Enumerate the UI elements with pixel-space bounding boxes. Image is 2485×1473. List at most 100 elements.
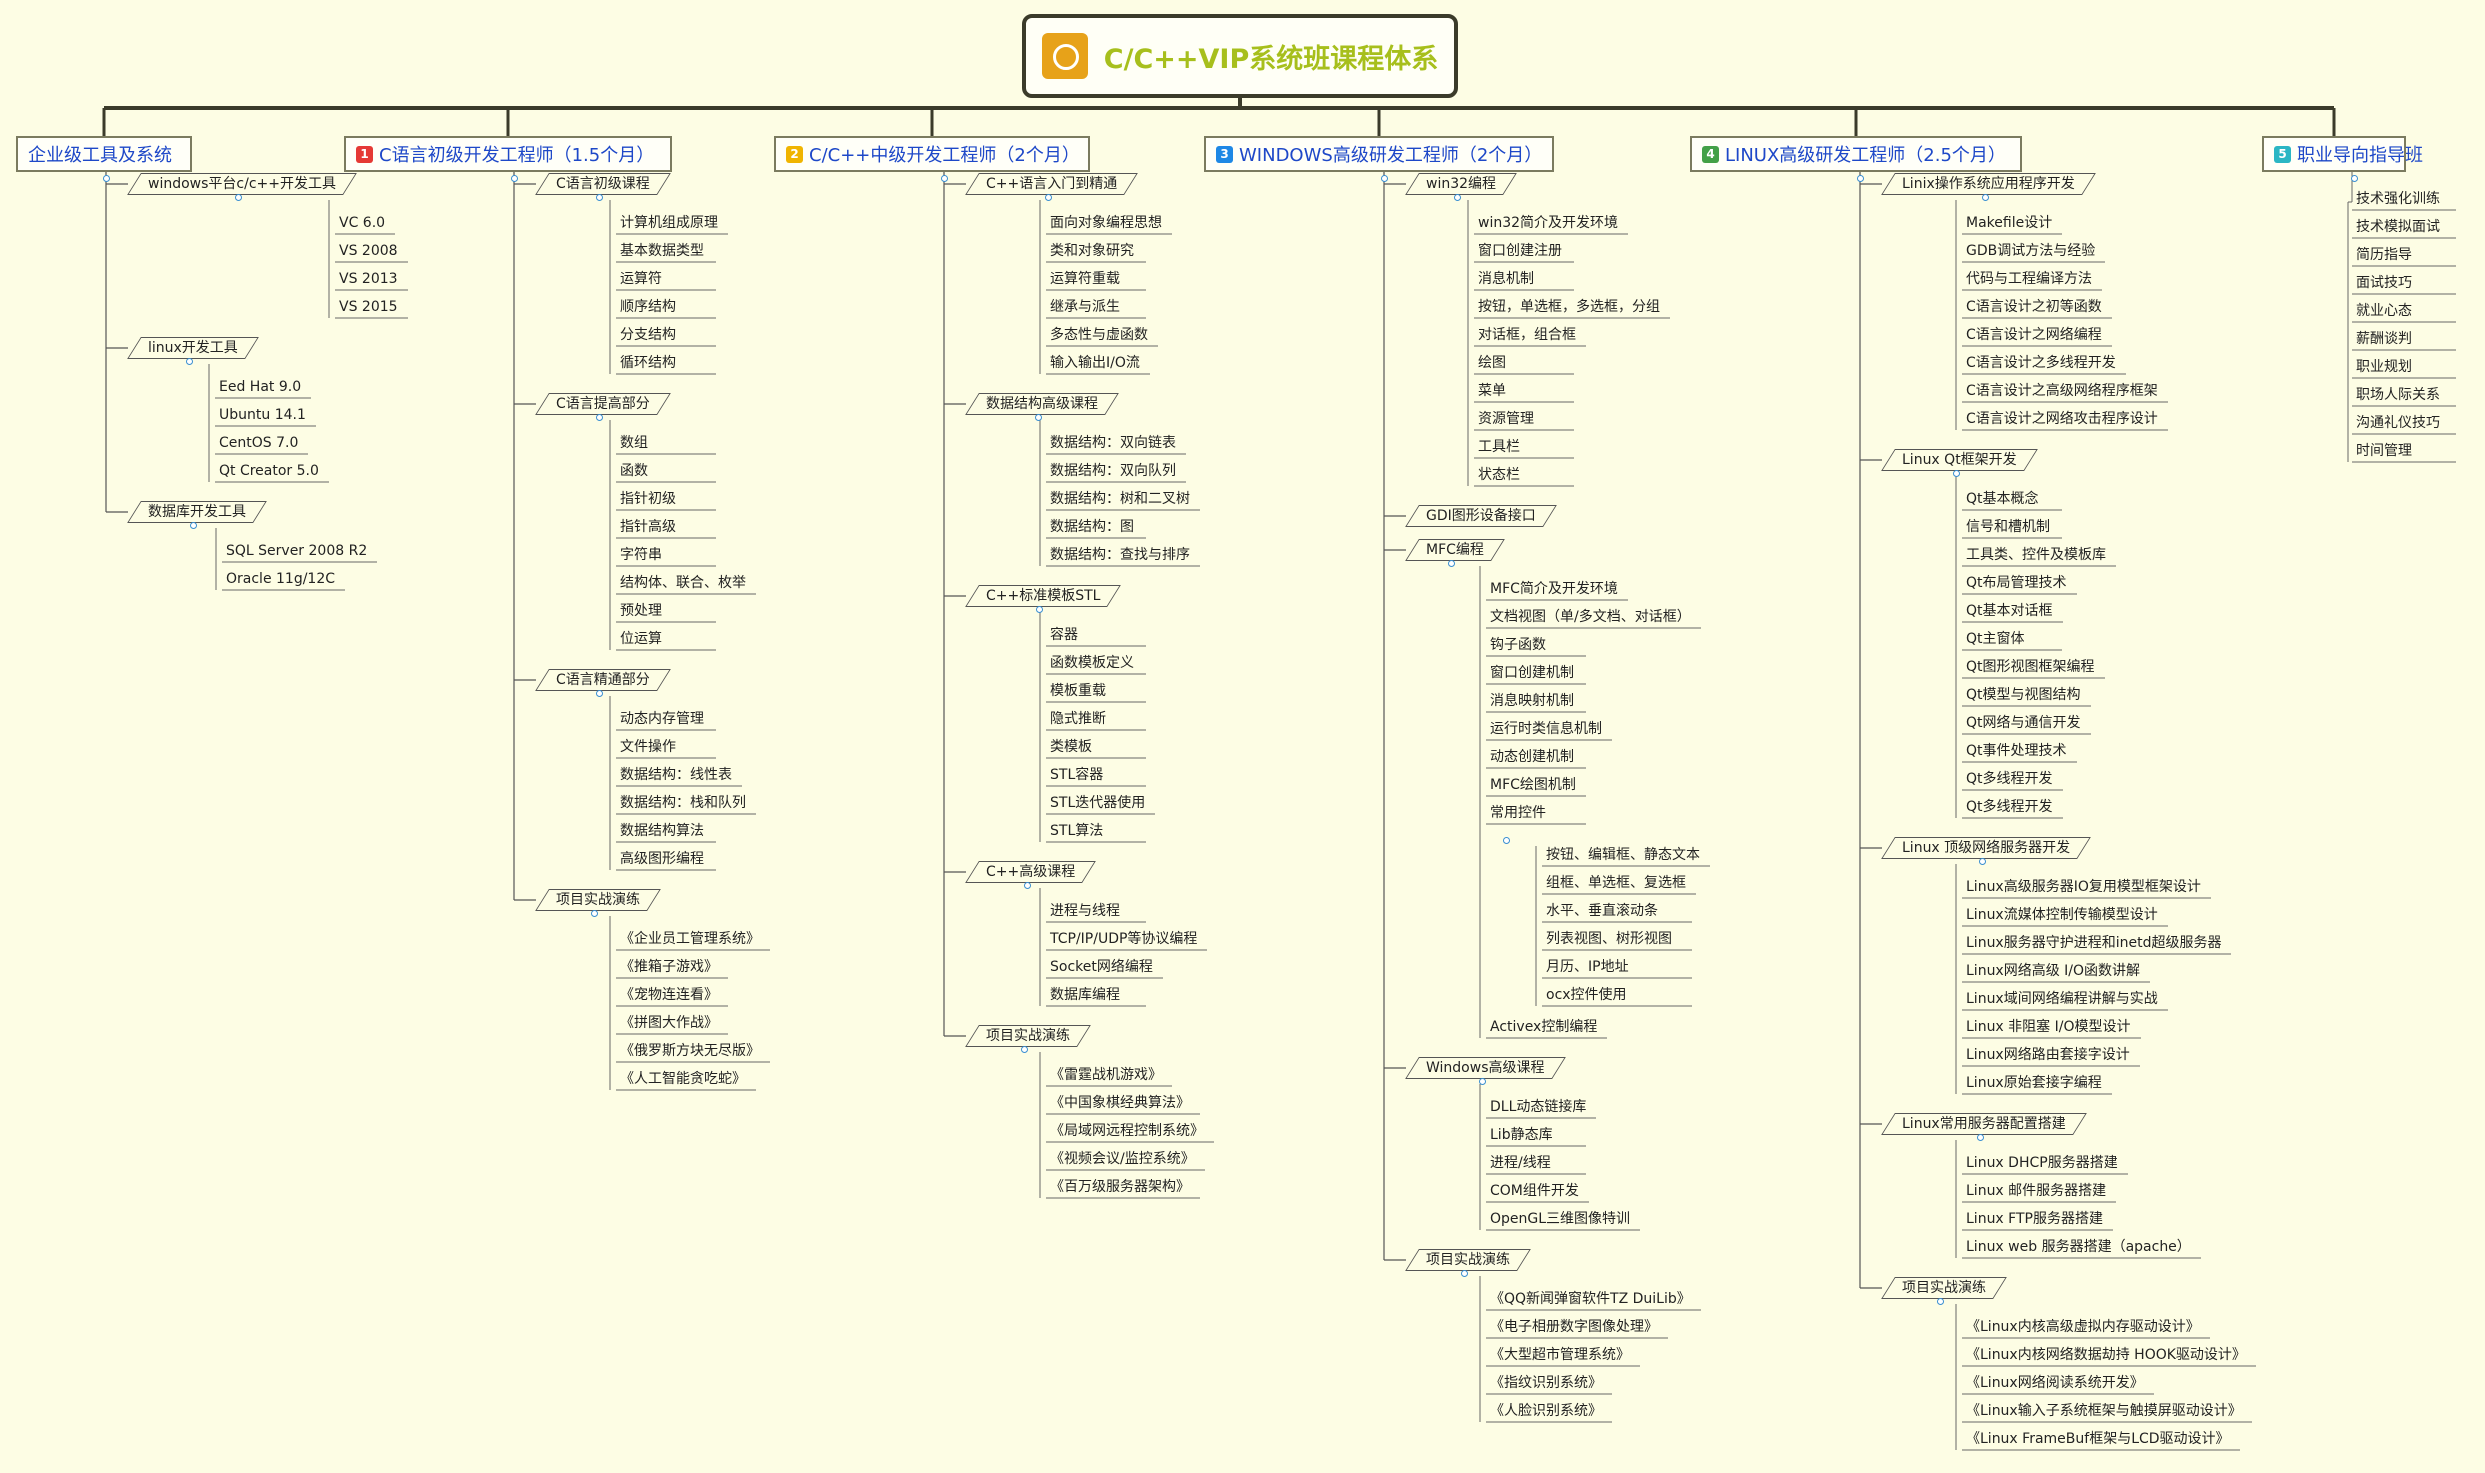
leaf-item[interactable]: Linux服务器守护进程和inetd超级服务器	[1966, 935, 2222, 951]
sub-topic[interactable]: C++语言入门到精通	[972, 173, 1131, 195]
leaf-item[interactable]: MFC简介及开发环境	[1490, 581, 1618, 597]
leaf-item[interactable]: 《推箱子游戏》	[620, 959, 718, 975]
leaf-item[interactable]: 资源管理	[1478, 411, 1534, 427]
collapse-dot[interactable]	[941, 175, 948, 182]
leaf-item[interactable]: 数据库编程	[1050, 987, 1120, 1003]
sub-topic[interactable]: 项目实战演练	[972, 1025, 1084, 1047]
collapse-dot[interactable]	[591, 910, 598, 917]
leaf-item[interactable]: 数据结构：图	[1050, 519, 1134, 535]
leaf-item[interactable]: 《大型超市管理系统》	[1490, 1347, 1630, 1363]
leaf-item[interactable]: Ubuntu 14.1	[219, 407, 306, 423]
leaf-item[interactable]: 进程/线程	[1490, 1155, 1551, 1171]
leaf-item[interactable]: 数据结构：双向队列	[1050, 463, 1176, 479]
sub-topic[interactable]: C语言精通部分	[542, 669, 664, 691]
leaf-item[interactable]: C语言设计之高级网络程序框架	[1966, 383, 2158, 399]
leaf-item[interactable]: 职场人际关系	[2356, 387, 2440, 403]
leaf-item[interactable]: Linux FTP服务器搭建	[1966, 1211, 2103, 1227]
leaf-item[interactable]: Qt多线程开发	[1966, 799, 2053, 815]
leaf-item[interactable]: Eed Hat 9.0	[219, 379, 302, 395]
leaf-item[interactable]: 工具类、控件及模板库	[1966, 547, 2106, 563]
leaf-item[interactable]: 结构体、联合、枚举	[620, 575, 746, 591]
leaf-item[interactable]: 钩子函数	[1490, 637, 1546, 653]
leaf-item[interactable]: 文件操作	[620, 739, 676, 755]
leaf-item[interactable]: 《Linux网络阅读系统开发》	[1966, 1375, 2144, 1391]
leaf-item[interactable]: Qt图形视图框架编程	[1966, 659, 2095, 675]
leaf-item[interactable]: 《企业员工管理系统》	[620, 931, 760, 947]
leaf-item[interactable]: 对话框，组合框	[1478, 327, 1576, 343]
leaf-item[interactable]: Linux 非阻塞 I/O模型设计	[1966, 1019, 2131, 1035]
leaf-item[interactable]: 隐式推断	[1050, 711, 1106, 727]
sub-topic[interactable]: 项目实战演练	[1888, 1277, 2000, 1299]
leaf-item[interactable]: 指针初级	[620, 491, 676, 507]
leaf-item[interactable]: COM组件开发	[1490, 1183, 1579, 1199]
sub-topic[interactable]: Linux 顶级网络服务器开发	[1888, 837, 2084, 859]
sub-topic[interactable]: GDI图形设备接口	[1412, 505, 1550, 527]
leaf-item[interactable]: Qt基本概念	[1966, 491, 2039, 507]
leaf-item[interactable]: 《百万级服务器架构》	[1050, 1179, 1190, 1195]
leaf-item[interactable]: 《人脸识别系统》	[1490, 1403, 1602, 1419]
collapse-dot[interactable]	[1937, 1298, 1944, 1305]
leaf-item[interactable]: 常用控件	[1490, 805, 1546, 821]
leaf-item[interactable]: 字符串	[620, 547, 662, 563]
leaf-item[interactable]: OpenGL三维图像特训	[1490, 1211, 1631, 1227]
leaf-item[interactable]: Linux高级服务器IO复用模型框架设计	[1966, 879, 2201, 895]
leaf-item[interactable]: 《Linux内核高级虚拟内存驱动设计》	[1966, 1319, 2200, 1335]
collapse-dot[interactable]	[235, 194, 242, 201]
leaf-item[interactable]: CentOS 7.0	[219, 435, 299, 451]
leaf-item[interactable]: Qt布局管理技术	[1966, 575, 2067, 591]
leaf-item[interactable]: 数据结构：查找与排序	[1050, 547, 1190, 563]
leaf-item[interactable]: VC 6.0	[339, 215, 386, 231]
collapse-dot[interactable]	[1478, 1078, 1486, 1085]
collapse-dot[interactable]	[1023, 882, 1031, 889]
leaf-item[interactable]: DLL动态链接库	[1490, 1099, 1587, 1115]
sub-topic[interactable]: 项目实战演练	[1412, 1249, 1524, 1271]
collapse-dot[interactable]	[186, 358, 193, 365]
leaf-item[interactable]: 技术强化训练	[2356, 191, 2440, 207]
leaf-item[interactable]: Qt模型与视图结构	[1966, 687, 2081, 703]
leaf-item[interactable]: 高级图形编程	[620, 851, 704, 867]
leaf-item[interactable]: 面试技巧	[2356, 275, 2412, 291]
leaf-item[interactable]: 继承与派生	[1050, 299, 1120, 315]
leaf-item[interactable]: Qt网络与通信开发	[1966, 715, 2081, 731]
leaf-item[interactable]: SQL Server 2008 R2	[226, 543, 368, 559]
sub-topic[interactable]: linux开发工具	[134, 337, 252, 359]
leaf-item[interactable]: 工具栏	[1478, 439, 1520, 455]
leaf-item[interactable]: C语言设计之网络攻击程序设计	[1966, 411, 2158, 427]
leaf-item[interactable]: GDB调试方法与经验	[1966, 243, 2096, 259]
leaf-item[interactable]: VS 2013	[339, 271, 398, 287]
collapse-dot[interactable]	[511, 175, 518, 182]
leaf-item[interactable]: C语言设计之多线程开发	[1966, 355, 2116, 371]
leaf-item[interactable]: 窗口创建机制	[1490, 665, 1574, 681]
leaf-item[interactable]: 《Linux内核网络数据劫持 HOOK驱动设计》	[1966, 1347, 2246, 1363]
collapse-dot[interactable]	[596, 690, 603, 697]
leaf-item[interactable]: VS 2015	[339, 299, 398, 315]
leaf-item[interactable]: 分支结构	[620, 327, 676, 343]
leaf-item[interactable]: 多态性与虚函数	[1050, 327, 1148, 343]
leaf-item[interactable]: 菜单	[1478, 383, 1506, 399]
leaf-item[interactable]: 数组	[620, 435, 648, 451]
leaf-item[interactable]: 《QQ新闻弹窗软件TZ DuiLib》	[1490, 1291, 1691, 1307]
leaf-item[interactable]: 函数	[620, 463, 648, 479]
leaf-item[interactable]: 基本数据类型	[620, 243, 704, 259]
leaf-item[interactable]: Linux域间网络编程讲解与实战	[1966, 991, 2158, 1007]
leaf-item[interactable]: 《视频会议/监控系统》	[1050, 1151, 1195, 1167]
leaf-item[interactable]: Qt事件处理技术	[1966, 743, 2067, 759]
leaf-item[interactable]: Linux DHCP服务器搭建	[1966, 1155, 2118, 1171]
nested-leaf-item[interactable]: ocx控件使用	[1546, 987, 1627, 1003]
leaf-item[interactable]: 输入输出I/O流	[1050, 355, 1140, 371]
leaf-item[interactable]: 代码与工程编译方法	[1966, 271, 2092, 287]
leaf-item[interactable]: 运算符	[620, 271, 662, 287]
leaf-item[interactable]: 模板重载	[1050, 683, 1106, 699]
leaf-item[interactable]: 运算符重载	[1050, 271, 1120, 287]
leaf-item[interactable]: 消息机制	[1478, 271, 1534, 287]
leaf-item[interactable]: 顺序结构	[620, 299, 676, 315]
leaf-item[interactable]: Lib静态库	[1490, 1127, 1553, 1143]
collapse-dot[interactable]	[1036, 606, 1043, 613]
leaf-item[interactable]: 消息映射机制	[1490, 693, 1574, 709]
collapse-dot[interactable]	[1952, 470, 1960, 477]
collapse-dot[interactable]	[1461, 1270, 1468, 1277]
sub-topic[interactable]: windows平台c/c++开发工具	[134, 173, 350, 195]
